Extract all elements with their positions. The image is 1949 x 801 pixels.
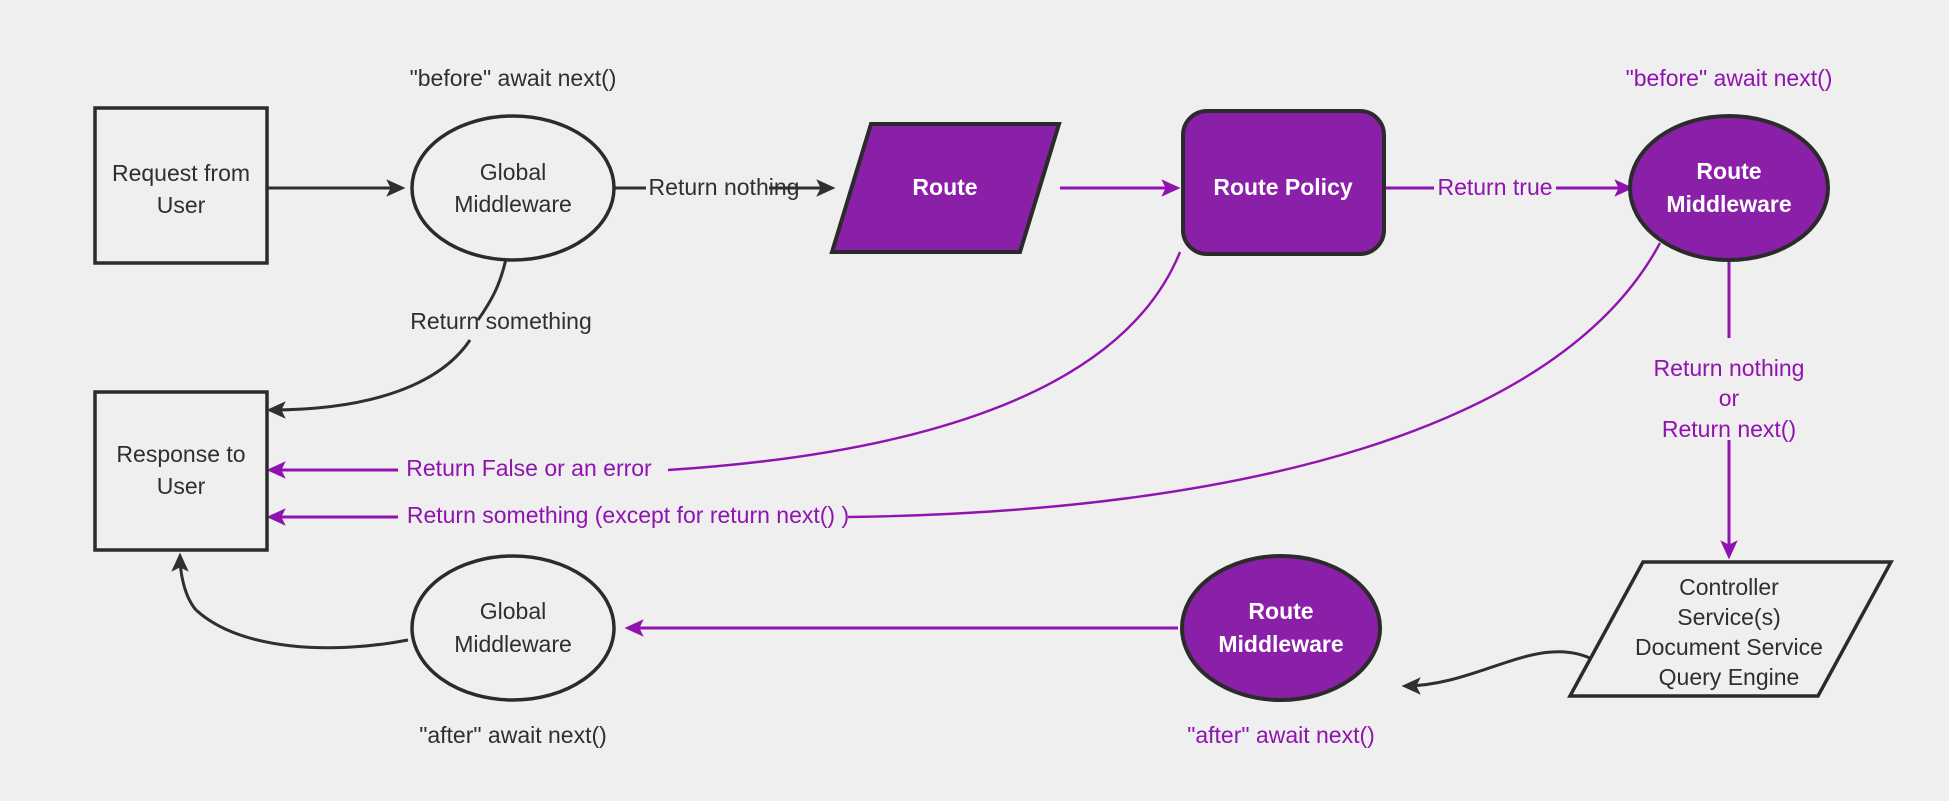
edge-label-return-true: Return true	[1437, 174, 1552, 200]
response-to-user-label-line1: Response to	[116, 441, 245, 467]
controller-label-line3: Document Service	[1635, 634, 1823, 660]
global-middleware-bottom-label-line2: Middleware	[454, 631, 572, 657]
global-middleware-bottom-label-line1: Global	[480, 598, 546, 624]
edge-label-return-false-or-error: Return False or an error	[406, 455, 652, 481]
node-route-policy[interactable]: Route Policy	[1181, 109, 1386, 256]
node-route-middleware-bottom[interactable]: Route Middleware	[1180, 554, 1382, 702]
route-shape	[829, 122, 1062, 254]
edge-label-return-nothing-or-next-line1: Return nothing	[1654, 355, 1805, 381]
edge-label-return-something-except: Return something (except for return next…	[407, 502, 849, 528]
edge-label-return-nothing-or-next-line3: Return next()	[1662, 416, 1796, 442]
node-controller[interactable]: Controller Service(s) Document Service Q…	[1567, 560, 1894, 698]
edge-global-middleware-bottom-to-response	[171, 552, 198, 611]
route-label: Route	[912, 174, 977, 200]
edge-controller-to-route-middleware-bottom	[1401, 650, 1597, 695]
node-route-middleware-top[interactable]: Route Middleware	[1628, 114, 1830, 262]
route-middleware-top-label-line2: Middleware	[1666, 191, 1791, 217]
controller-label-line1: Controller	[1679, 574, 1779, 600]
route-middleware-bottom-label-line2: Middleware	[1218, 631, 1343, 657]
node-global-middleware-bottom[interactable]: Global Middleware	[410, 554, 616, 702]
edge-label-return-nothing-or-next-line2: or	[1719, 385, 1740, 411]
request-from-user-label-line1: Request from	[112, 160, 250, 186]
global-middleware-top-label-line2: Middleware	[454, 191, 572, 217]
annotation-after-await-next-dark: "after" await next()	[419, 722, 607, 748]
edge-label-return-something-top: Return something	[410, 308, 592, 334]
node-response-to-user[interactable]: Response to User	[93, 390, 269, 552]
edge-route-policy-to-response-curve	[667, 251, 1182, 472]
global-middleware-top-label-line1: Global	[480, 159, 546, 185]
node-request-from-user[interactable]: Request from User	[93, 106, 269, 265]
response-to-user-label-line2: User	[157, 473, 206, 499]
edge-global-middleware-to-response	[266, 339, 472, 419]
global-middleware-bottom-shape	[410, 554, 616, 702]
global-middleware-top-shape	[410, 114, 616, 262]
request-from-user-shape	[93, 106, 269, 265]
route-policy-shape	[1181, 109, 1386, 256]
request-from-user-label-line2: User	[157, 192, 206, 218]
controller-shape	[1567, 560, 1894, 698]
edge-label-return-nothing: Return nothing	[649, 174, 800, 200]
annotation-before-await-next-dark: "before" await next()	[410, 65, 617, 91]
annotation-after-await-next-purple: "after" await next()	[1187, 722, 1375, 748]
route-policy-label: Route Policy	[1213, 174, 1353, 200]
edge-route-middleware-to-response-curve	[847, 242, 1662, 519]
response-to-user-shape	[93, 390, 269, 552]
edge-global-middleware-return-something-upper	[476, 258, 508, 321]
route-middleware-bottom-label-line1: Route	[1248, 598, 1313, 624]
controller-label-line2: Service(s)	[1677, 604, 1781, 630]
node-route[interactable]: Route	[829, 122, 1062, 254]
route-middleware-top-label-line1: Route	[1696, 158, 1761, 184]
edge-global-middleware-bottom-curve	[194, 608, 409, 650]
route-middleware-top-shape	[1628, 114, 1830, 262]
annotation-before-await-next-purple: "before" await next()	[1626, 65, 1833, 91]
controller-label-line4: Query Engine	[1659, 664, 1800, 690]
route-middleware-bottom-shape	[1180, 554, 1382, 702]
node-global-middleware-top[interactable]: Global Middleware	[410, 114, 616, 262]
